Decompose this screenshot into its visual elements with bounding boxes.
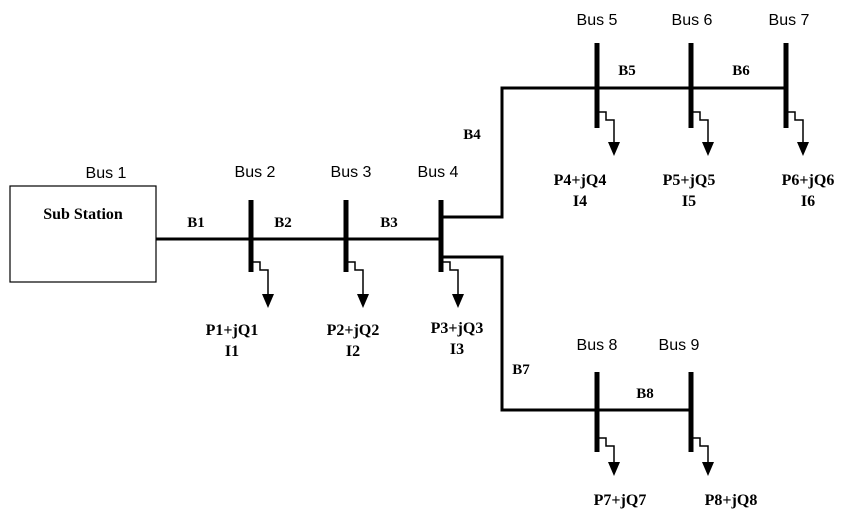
load-current-4: I4 xyxy=(573,193,587,210)
load-tap-8 xyxy=(693,437,714,476)
load-current-3: I3 xyxy=(450,341,464,358)
load-power-2: P2+jQ2 xyxy=(327,322,380,339)
arrow-down-icon xyxy=(452,294,464,308)
arrow-down-icon xyxy=(608,142,620,156)
arrow-down-icon xyxy=(702,462,714,476)
load-power-3: P3+jQ3 xyxy=(431,320,484,337)
load-power-8: P8+jQ8 xyxy=(705,492,758,509)
bus-label-7: Bus 7 xyxy=(769,12,810,29)
load-tap-2 xyxy=(348,261,369,308)
substation-label: Sub Station xyxy=(43,206,123,223)
arrow-down-icon xyxy=(608,462,620,476)
load-tap-3 xyxy=(443,261,464,308)
branch-label-b5: B5 xyxy=(618,63,636,79)
bus-label-9: Bus 9 xyxy=(659,337,700,354)
branch-label-b4: B4 xyxy=(463,127,481,143)
bus-label-2: Bus 2 xyxy=(235,164,276,181)
load-tap-5 xyxy=(693,111,714,156)
load-tap-1 xyxy=(253,261,274,308)
load-tap-7 xyxy=(599,437,620,476)
bus-label-5: Bus 5 xyxy=(577,12,618,29)
branch-label-b6: B6 xyxy=(732,63,750,79)
branch-label-b8: B8 xyxy=(636,386,654,402)
load-tap-6 xyxy=(788,111,809,156)
substation-box xyxy=(9,185,157,283)
bus-label-3: Bus 3 xyxy=(331,164,372,181)
feeder-upper-line xyxy=(441,86,786,219)
load-current-1: I1 xyxy=(225,343,239,360)
load-power-4: P4+jQ4 xyxy=(554,172,607,189)
branch-label-b7: B7 xyxy=(512,362,530,378)
load-tap-4 xyxy=(599,111,620,156)
branch-label-b3: B3 xyxy=(380,215,398,231)
bus-label-8: Bus 8 xyxy=(577,337,618,354)
bus-label-4: Bus 4 xyxy=(418,164,459,181)
arrow-down-icon xyxy=(262,294,274,308)
load-power-1: P1+jQ1 xyxy=(206,322,259,339)
load-current-6: I6 xyxy=(801,193,815,210)
arrow-down-icon xyxy=(702,142,714,156)
load-power-6: P6+jQ6 xyxy=(782,172,835,189)
load-power-7: P7+jQ7 xyxy=(594,492,647,509)
load-current-5: I5 xyxy=(682,193,696,210)
bus-label-6: Bus 6 xyxy=(672,12,713,29)
arrow-down-icon xyxy=(797,142,809,156)
bus-label-1: Bus 1 xyxy=(86,165,127,182)
branch-label-b1: B1 xyxy=(187,215,205,231)
load-power-5: P5+jQ5 xyxy=(663,172,716,189)
load-current-2: I2 xyxy=(346,343,360,360)
arrow-down-icon xyxy=(357,294,369,308)
branch-label-b2: B2 xyxy=(274,215,292,231)
